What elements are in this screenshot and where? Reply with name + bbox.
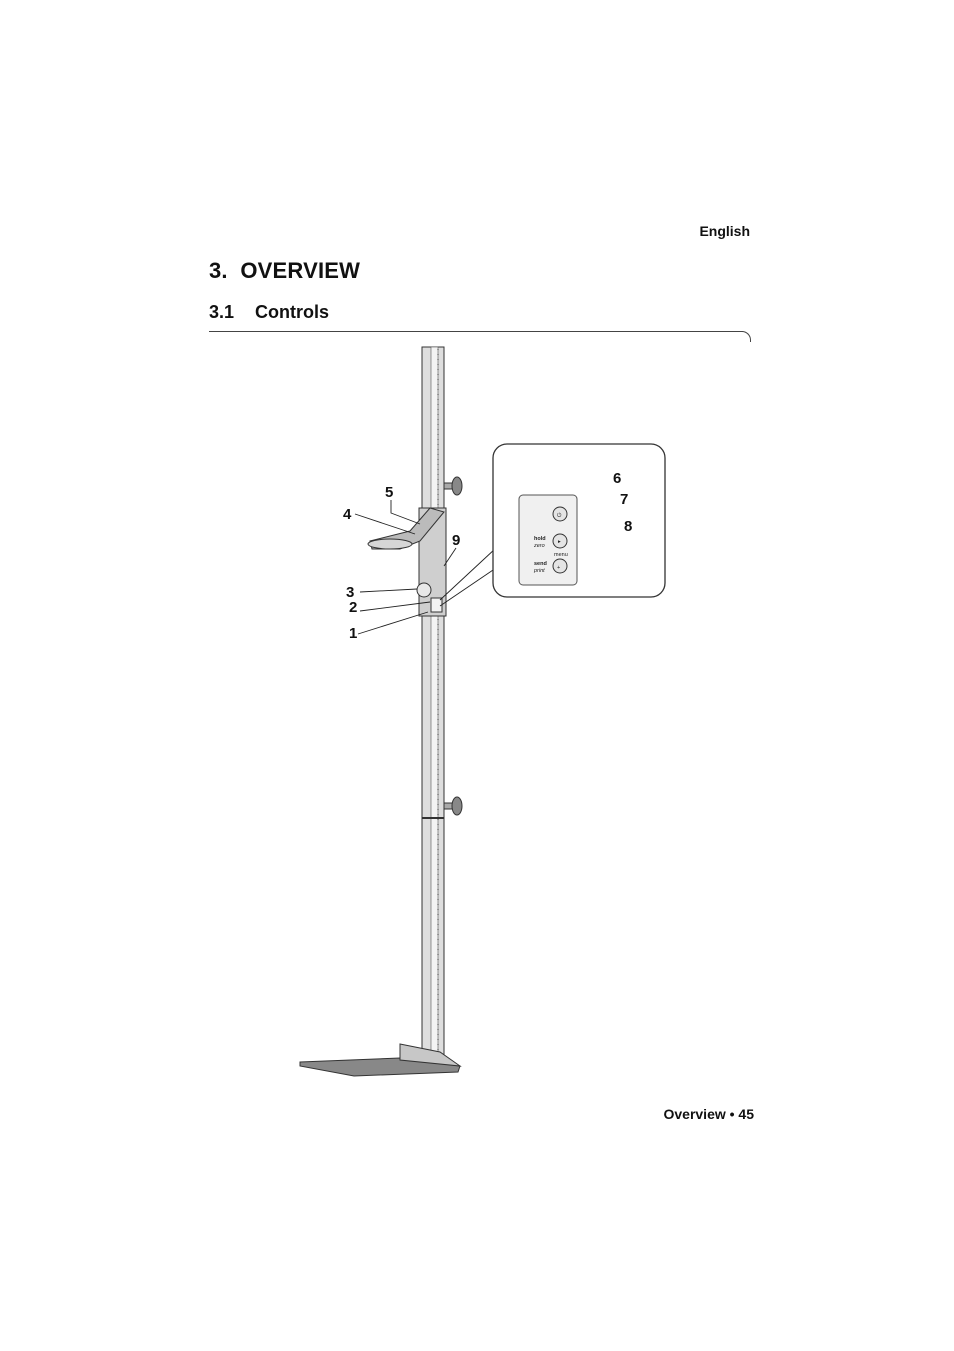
stadiometer-illustration: ⏻ ▸ + hold zero menu send print 1 2 3 4 …	[299, 346, 666, 1077]
heading-rule	[209, 331, 743, 332]
svg-text:+: +	[557, 565, 560, 571]
heading-rule-corner	[741, 331, 751, 342]
language-label: English	[699, 223, 750, 239]
power-button-icon	[552, 506, 568, 522]
callout-6: 6	[613, 470, 621, 487]
callout-1: 1	[349, 625, 357, 642]
svg-text:▸: ▸	[558, 539, 561, 545]
subsection-title: Controls	[255, 302, 329, 322]
panel-label-send: send	[534, 561, 547, 567]
measuring-rod	[421, 346, 445, 1068]
callout-9: 9	[452, 532, 460, 549]
panel-label-print: print	[533, 568, 545, 574]
wall-bracket-upper	[443, 476, 463, 496]
hold-zero-button-icon	[552, 533, 568, 549]
section-heading: 3. OVERVIEW	[209, 258, 360, 284]
subsection-heading: 3.1 Controls	[209, 302, 329, 323]
section-title: OVERVIEW	[240, 258, 361, 283]
callout-5: 5	[385, 484, 393, 501]
base-plate	[299, 1043, 462, 1077]
panel-label-menu: menu	[554, 552, 568, 558]
head-slide	[367, 507, 447, 617]
callout-2: 2	[349, 599, 357, 616]
send-print-button-icon	[552, 558, 568, 574]
wall-bracket-lower	[443, 796, 463, 816]
page-footer: Overview • 45	[663, 1106, 754, 1122]
control-panel-inset: ⏻ ▸ + hold zero menu send print	[492, 443, 666, 598]
panel-label-hold: hold	[534, 536, 546, 542]
section-number: 3.	[209, 258, 228, 283]
subsection-number: 3.1	[209, 302, 235, 322]
callout-8: 8	[624, 518, 632, 535]
callout-4: 4	[343, 506, 352, 523]
panel-label-zero: zero	[533, 543, 545, 549]
callout-3: 3	[346, 584, 354, 601]
callout-7: 7	[620, 491, 628, 508]
svg-text:⏻: ⏻	[557, 512, 562, 519]
